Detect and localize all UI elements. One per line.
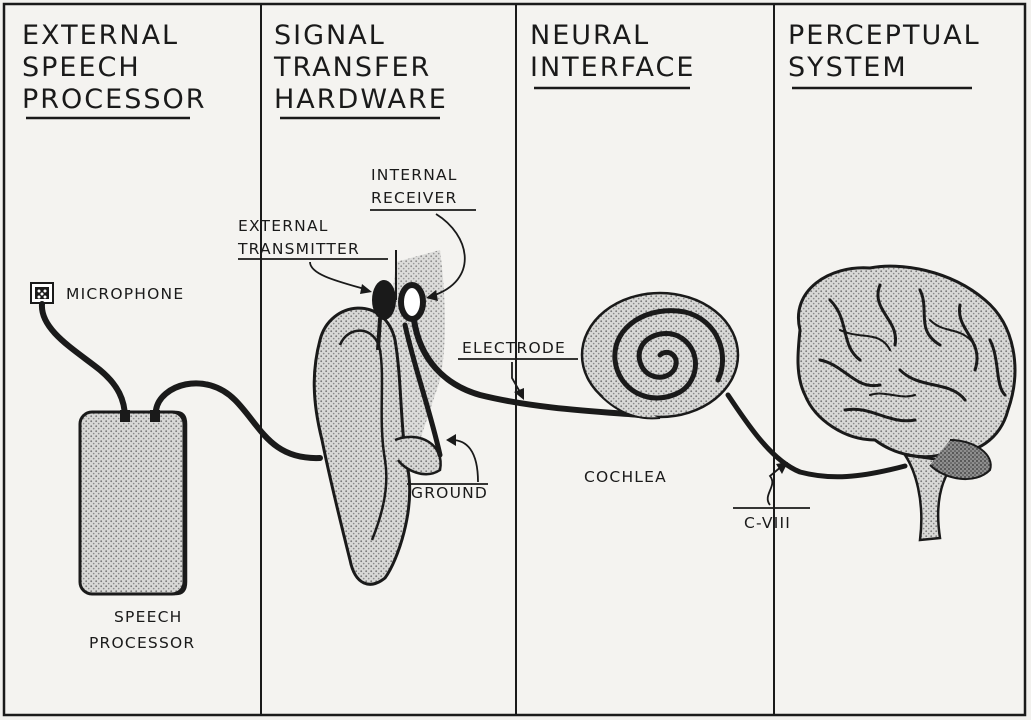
microphone-icon — [31, 283, 53, 303]
internal-receiver-label-line1: INTERNAL — [371, 166, 458, 184]
ground-label: GROUND — [411, 484, 488, 502]
svg-text:PROCESSOR: PROCESSOR — [22, 84, 207, 115]
svg-text:INTERFACE: INTERFACE — [530, 52, 695, 83]
svg-text:TRANSFER: TRANSFER — [273, 52, 431, 83]
internal-receiver-label-line2: RECEIVER — [371, 189, 458, 207]
external-transmitter-label-line1: EXTERNAL — [238, 217, 329, 235]
speech-processor-icon — [80, 410, 186, 594]
cochlea-icon — [582, 293, 738, 418]
speech-processor-label-line2: PROCESSOR — [89, 634, 195, 652]
speech-processor-label-line1: SPEECH — [114, 608, 182, 626]
external-transmitter-label-line2: TRANSMITTER — [237, 240, 360, 258]
svg-text:SPEECH: SPEECH — [22, 52, 141, 83]
svg-text:HARDWARE: HARDWARE — [274, 84, 448, 115]
cochlea-label: COCHLEA — [584, 468, 667, 486]
microphone-label: MICROPHONE — [66, 285, 184, 303]
nerve-label: C-VIII — [744, 514, 791, 532]
svg-text:SIGNAL: SIGNAL — [274, 20, 386, 51]
electrode-label: ELECTRODE — [462, 339, 566, 357]
svg-text:PERCEPTUAL: PERCEPTUAL — [788, 20, 981, 51]
svg-text:NEURAL: NEURAL — [530, 20, 650, 51]
svg-text:SYSTEM: SYSTEM — [788, 52, 908, 83]
svg-text:EXTERNAL: EXTERNAL — [22, 20, 179, 51]
